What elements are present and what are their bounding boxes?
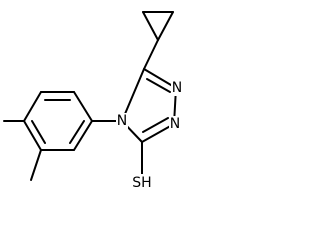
benzene-bond-3 <box>23 91 42 122</box>
triazole-bond-n2-c3 <box>141 123 175 143</box>
benzene-inner-double-bond-3 <box>69 120 85 144</box>
benzene-bond-6 <box>73 120 93 151</box>
atom-bg-n4 <box>116 113 128 129</box>
atom-label-n2: N <box>170 116 180 132</box>
triazole-double-bond-c5-n1 <box>146 78 171 93</box>
triazole-bond-c5-n1 <box>143 68 177 89</box>
cyclopropyl-bond-3 <box>157 11 174 41</box>
triazole-double-bond-n2-c3 <box>142 117 169 133</box>
structure-diagram: N N N SH <box>3 11 183 192</box>
cyclopropyl-attachment-bond <box>143 39 159 70</box>
cyclopropyl-bond-2 <box>142 11 159 41</box>
molecule-structure: N N N SH <box>3 11 183 192</box>
methyl-bond-meta <box>30 149 42 181</box>
triazole-bond-n4-c5 <box>121 68 145 122</box>
atom-bg-n2 <box>169 116 181 132</box>
atom-label-n4: N <box>117 113 127 129</box>
benzene-bond-1 <box>73 91 93 122</box>
atom-label-thiol: SH <box>132 175 151 191</box>
atom-bg-thiol <box>130 174 154 192</box>
atom-bg-n1 <box>171 80 183 96</box>
benzene-bond-4 <box>23 120 42 151</box>
atom-label-n1: N <box>172 80 182 96</box>
benzene-inner-double-bond-2 <box>31 120 46 144</box>
